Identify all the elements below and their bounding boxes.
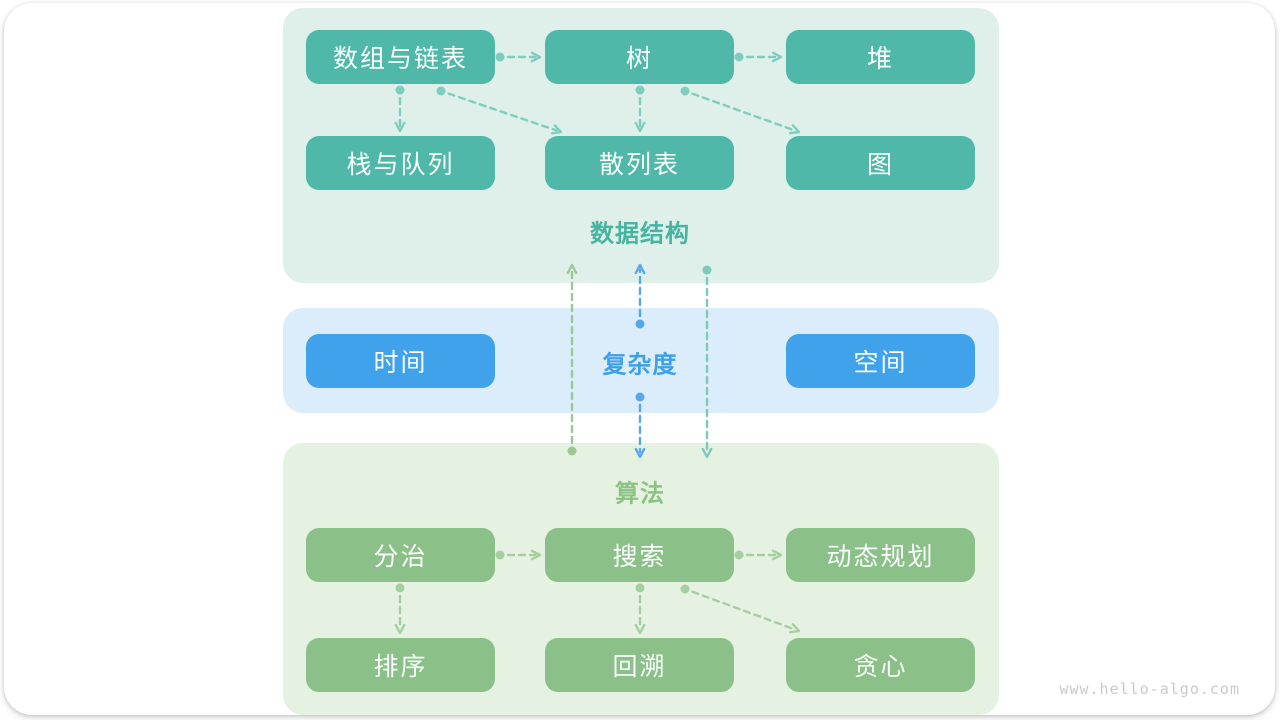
node-arrays-linked-lists: 数组与链表	[306, 30, 495, 84]
section-label-data-structures: 数据结构	[590, 220, 690, 248]
node-stack-queue: 栈与队列	[306, 136, 495, 190]
node-hash-table: 散列表	[545, 136, 734, 190]
node-dynamic-programming: 动态规划	[786, 528, 975, 582]
node-tree: 树	[545, 30, 734, 84]
watermark: www.hello-algo.com	[1059, 680, 1240, 698]
node-sorting: 排序	[306, 638, 495, 692]
node-graph: 图	[786, 136, 975, 190]
section-label-complexity: 复杂度	[602, 351, 678, 379]
section-label-algorithms: 算法	[615, 480, 665, 508]
node-search: 搜索	[545, 528, 734, 582]
node-heap: 堆	[786, 30, 975, 84]
node-divide-conquer: 分治	[306, 528, 495, 582]
node-space: 空间	[786, 334, 975, 388]
node-time: 时间	[306, 334, 495, 388]
node-greedy: 贪心	[786, 638, 975, 692]
node-backtracking: 回溯	[545, 638, 734, 692]
